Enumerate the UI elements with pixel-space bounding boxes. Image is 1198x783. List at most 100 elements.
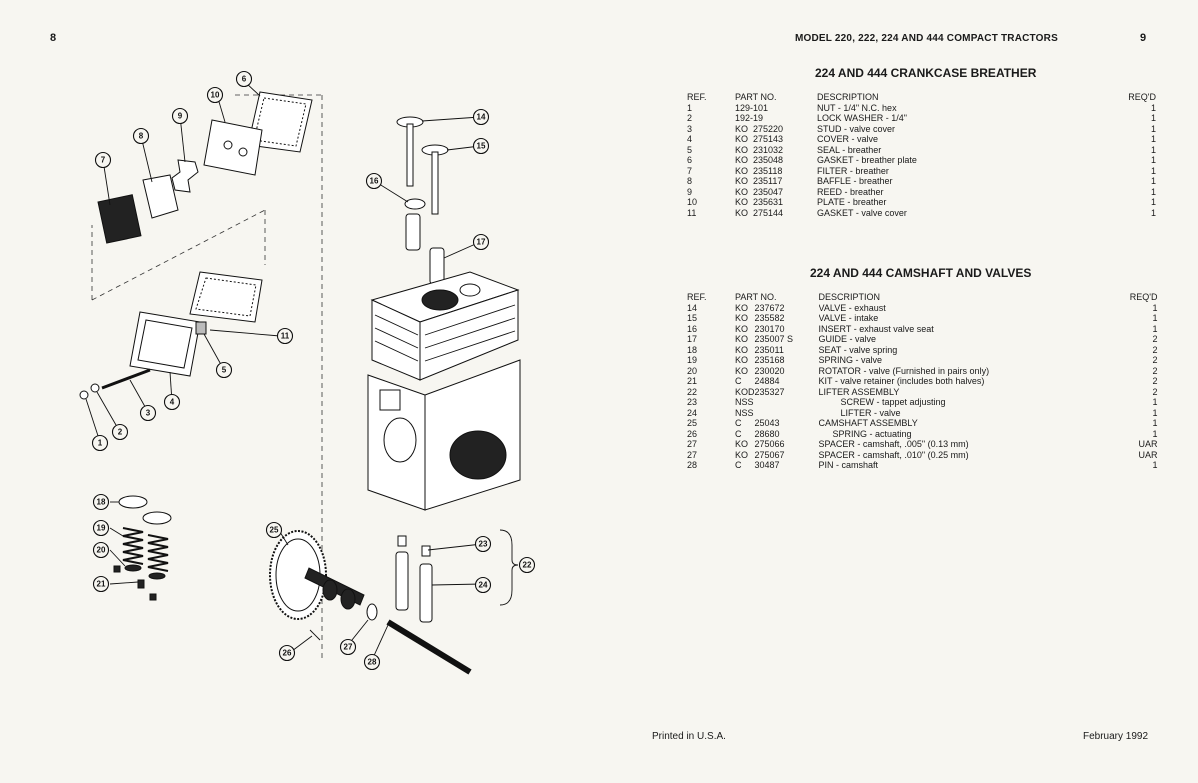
cell-part-number: 235048	[753, 155, 784, 165]
cell-qty: 2	[1152, 334, 1158, 344]
footer-date: February 1992	[1083, 731, 1149, 742]
cell-part-prefix: KO	[735, 176, 749, 186]
cell-qty: 1	[1151, 165, 1157, 176]
cell-part-prefix: 129-	[735, 102, 754, 113]
cell-description: REED - breather	[817, 186, 1121, 197]
cell-part-prefix: KO	[735, 323, 749, 334]
pin-camshaft-drawing	[386, 619, 472, 675]
callout-10: 10	[206, 86, 224, 104]
cell-description: CAMSHAFT ASSEMBLY	[818, 418, 1122, 429]
cell-qty: 1	[1151, 207, 1157, 218]
cell-description: SEAL - breather	[817, 144, 1121, 155]
callout-3: 3	[139, 404, 157, 422]
cell-qty: 1	[1151, 113, 1157, 123]
svg-text:16: 16	[370, 177, 379, 186]
cell-part-prefix: KO	[735, 134, 749, 144]
cell-qty: 2	[1152, 365, 1158, 376]
svg-text:9: 9	[178, 112, 183, 121]
cell-part-number: 275143	[753, 134, 784, 144]
cell-part-number: 19	[753, 113, 764, 123]
cell-ref: 28	[687, 460, 698, 470]
cell-description: GASKET - valve cover	[817, 207, 1121, 218]
section-title-camshaft-valves: 224 AND 444 CAMSHAFT AND VALVES	[810, 266, 1032, 280]
svg-text:11: 11	[281, 332, 290, 341]
spring-actuating-drawing	[309, 629, 321, 641]
valve-spring-seats-drawing	[118, 495, 172, 525]
cell-part-prefix: KO	[735, 344, 749, 355]
cell-ref: 15	[687, 313, 698, 323]
svg-text:6: 6	[242, 75, 247, 84]
cell-description: SEAT - valve spring	[818, 344, 1122, 355]
cell-part-number: 235582	[754, 313, 785, 323]
cell-ref: 7	[687, 165, 693, 176]
cell-part-prefix: C	[735, 460, 742, 470]
cell-ref: 14	[687, 302, 698, 313]
gasket-valve-cover-drawing	[189, 271, 263, 323]
cell-ref: 19	[687, 355, 698, 365]
reed-breather-drawing	[171, 159, 199, 193]
cell-description: FILTER - breather	[817, 165, 1121, 176]
cell-part-prefix: KO	[735, 155, 749, 165]
cell-ref: 27	[687, 439, 698, 449]
cell-description: PLATE - breather	[817, 197, 1121, 208]
svg-text:18: 18	[97, 498, 106, 507]
callout-16: 16	[365, 172, 383, 190]
cell-part-prefix: NSS	[735, 407, 754, 418]
cell-description: LIFTER ASSEMBLY	[818, 386, 1122, 397]
callout-22: 22	[518, 556, 536, 574]
valve-exhaust-drawing	[396, 116, 424, 187]
cell-qty: 1	[1151, 123, 1157, 134]
cell-ref: 10	[687, 197, 698, 207]
lifter-assembly-drawing	[395, 535, 433, 623]
cell-part-prefix: KO	[735, 313, 749, 323]
callout-1: 1	[91, 434, 109, 452]
svg-text:8: 8	[139, 132, 144, 141]
svg-text:3: 3	[146, 409, 151, 418]
svg-text:10: 10	[211, 91, 220, 100]
cell-qty: UAR	[1138, 449, 1158, 460]
svg-text:26: 26	[283, 649, 292, 658]
callout-9: 9	[171, 107, 189, 125]
col-header-ref: REF.	[687, 92, 707, 102]
svg-text:17: 17	[477, 238, 486, 247]
cell-description: INSERT - exhaust valve seat	[818, 323, 1122, 334]
plate-breather-drawing	[203, 119, 263, 176]
callout-15: 15	[472, 137, 490, 155]
cell-part-prefix: KO	[735, 449, 749, 460]
cell-description: SCREW - tappet adjusting	[818, 397, 1122, 408]
cell-part-number	[755, 397, 819, 408]
cell-ref: 11	[687, 207, 697, 218]
cell-ref: 6	[687, 155, 693, 165]
cell-description: GASKET - breather plate	[817, 155, 1121, 166]
lifter-bracket	[499, 529, 519, 606]
cell-part-number: 235327	[754, 386, 785, 397]
cell-qty: 2	[1152, 355, 1158, 365]
svg-text:15: 15	[477, 142, 486, 151]
section-title-crankcase-breather: 224 AND 444 CRANKCASE BREATHER	[815, 66, 1037, 80]
valve-intake-drawing	[421, 144, 449, 215]
cell-description: SPRING - actuating	[818, 428, 1122, 439]
cell-part-number: 275220	[753, 123, 784, 134]
cell-ref: 22	[687, 386, 698, 397]
cell-part-prefix: NSS	[735, 397, 754, 407]
cell-part-prefix: KO	[735, 302, 749, 313]
cell-qty: 1	[1152, 428, 1158, 439]
cell-part-prefix: C	[735, 428, 742, 439]
callout-8: 8	[132, 127, 150, 145]
cell-description: SPACER - camshaft, .010" (0.25 mm)	[818, 449, 1122, 460]
col-header-part-no: PART NO.	[735, 92, 777, 102]
cell-part-number: 235011	[754, 344, 784, 355]
cell-qty: 2	[1152, 376, 1158, 386]
cell-part-number: 235007 S	[754, 334, 794, 344]
